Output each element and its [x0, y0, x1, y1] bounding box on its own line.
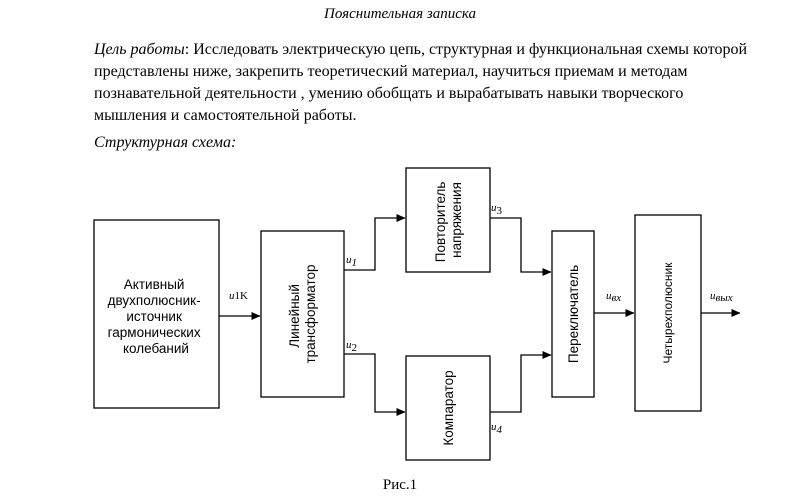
goal-text: : Исследовать электрическую цепь, структ…	[94, 41, 748, 124]
source-block-label: Активный двухполюсник- источник гармонич…	[108, 277, 205, 356]
quadripole-block-label: Четырехполюсник	[661, 262, 675, 364]
quadripole-block	[634, 214, 702, 412]
switch-block-label: Переключатель	[566, 265, 581, 363]
repeater-block-label: Повторитель напряжения	[433, 178, 464, 262]
wire-transformer-to-repeater	[344, 214, 406, 271]
signal-uvx-label: uвх	[606, 290, 621, 304]
transformer-block	[260, 230, 345, 398]
figure-caption: Рис.1	[382, 477, 418, 493]
switch-block	[551, 230, 595, 398]
document-title: Пояснительная записка	[323, 6, 476, 22]
signal-u1-label: u1	[346, 254, 357, 269]
signal-u4-label: u4	[491, 421, 503, 436]
comparator-block-label: Компаратор	[441, 370, 456, 445]
transformer-block-label: Линейный трансформатор	[287, 264, 318, 363]
goal-paragraph: Цель работы: Исследовать электрическую ц…	[94, 39, 754, 127]
goal-label: Цель работы	[94, 41, 185, 58]
wire-comparator-to-switch	[490, 351, 552, 413]
signal-u2-label: u2	[346, 339, 357, 354]
wire-transformer-to-comparator	[344, 353, 406, 416]
wire-repeater-to-switch	[490, 217, 552, 276]
scheme-label: Структурная схема:	[94, 134, 237, 151]
repeater-block	[405, 167, 491, 273]
signal-u1k-label: u1K	[229, 290, 248, 302]
comparator-block	[405, 355, 491, 461]
signal-uvyx-label: uвых	[710, 290, 733, 304]
signal-u3-label: u3	[491, 202, 503, 217]
source-block	[93, 219, 220, 409]
